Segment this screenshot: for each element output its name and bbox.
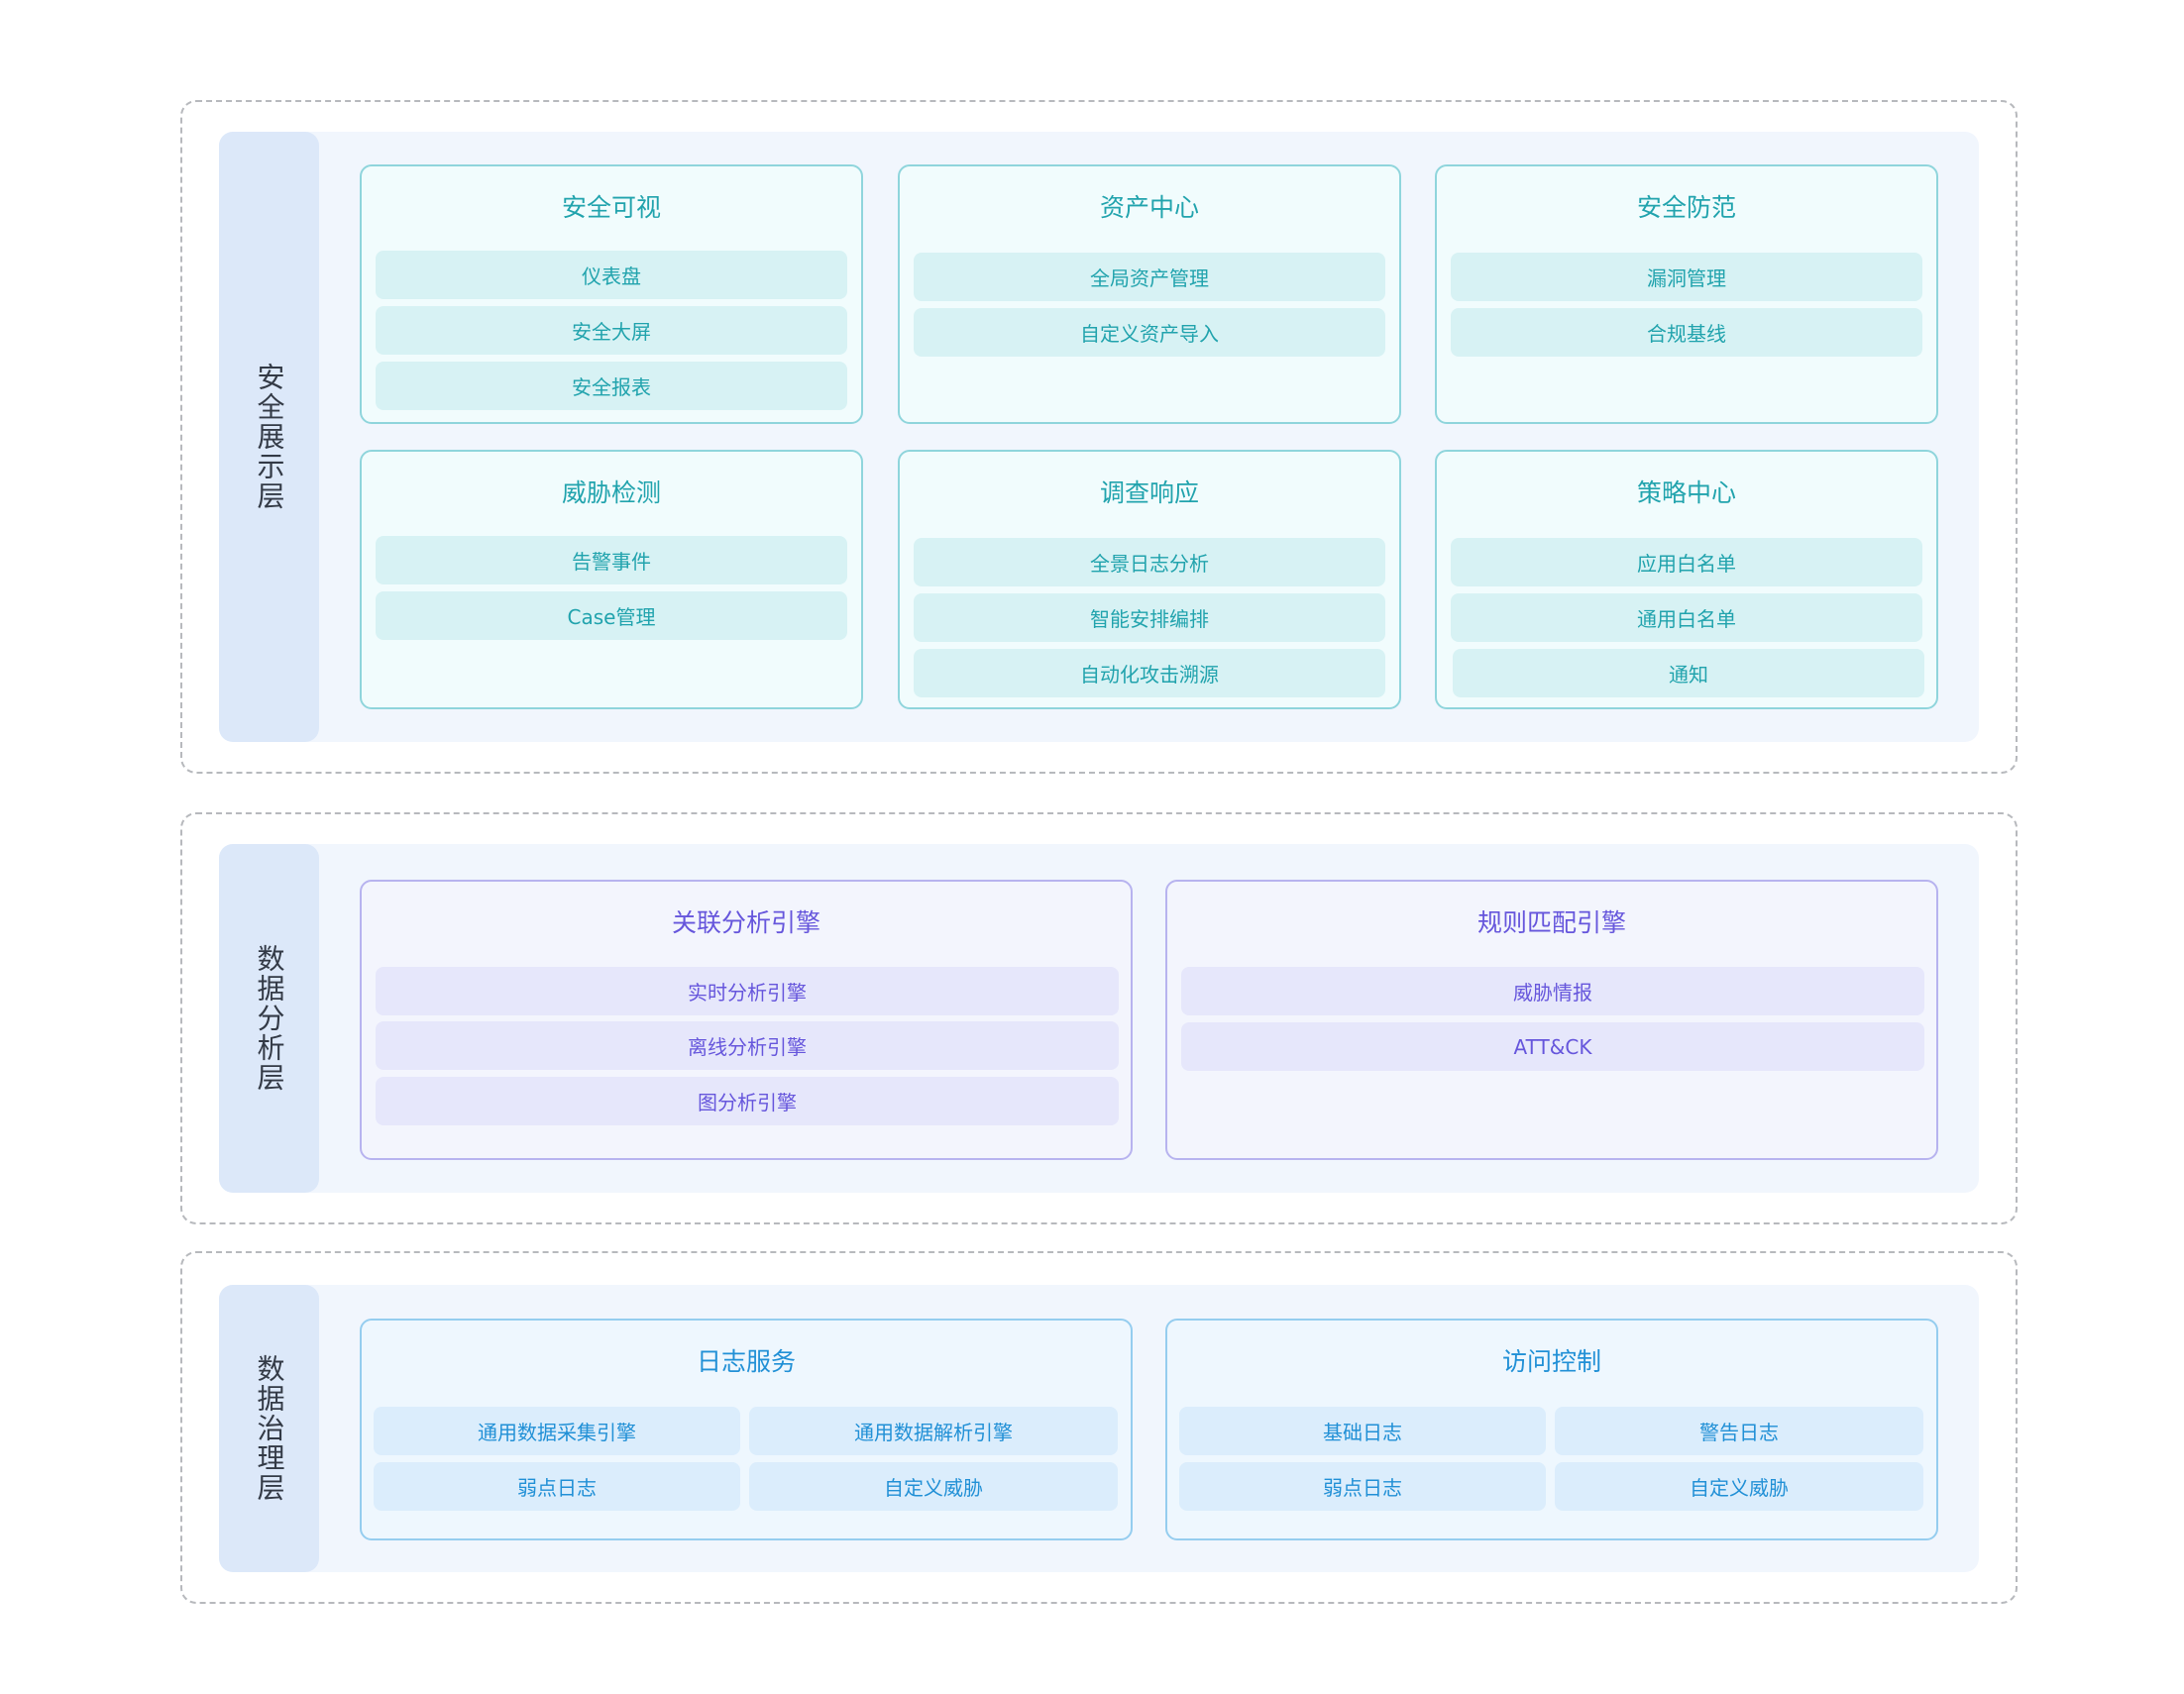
module-card-rule-matching-engine: 规则匹配引擎 威胁情报 ATT&CK	[1165, 880, 1938, 1160]
module-card-asset-center: 资产中心 全局资产管理 自定义资产导入	[898, 164, 1401, 424]
module-card-investigation-response: 调查响应 全景日志分析 智能安排编排 自动化攻击溯源	[898, 450, 1401, 709]
module-item: 通用数据解析引擎	[749, 1407, 1118, 1455]
module-item: 智能安排编排	[914, 593, 1385, 642]
module-item: 全局资产管理	[914, 253, 1385, 301]
module-item: 全景日志分析	[914, 538, 1385, 586]
module-item: Case管理	[376, 591, 847, 640]
module-item: 自定义威胁	[749, 1462, 1118, 1511]
module-card-policy-center: 策略中心 应用白名单 通用白名单 通知	[1435, 450, 1938, 709]
module-item: 实时分析引擎	[376, 967, 1119, 1015]
module-item: 弱点日志	[1179, 1462, 1546, 1511]
module-title: 调查响应	[1099, 478, 1199, 507]
module-item: 警告日志	[1555, 1407, 1923, 1455]
module-item: 自动化攻击溯源	[914, 649, 1385, 697]
layer-label-display: 安全展示层	[219, 132, 319, 742]
module-card-correlation-engine: 关联分析引擎 实时分析引擎 离线分析引擎 图分析引擎	[360, 880, 1133, 1160]
layer-frame-analysis	[180, 812, 2018, 1224]
layer-label-analysis: 数据分析层	[219, 844, 319, 1193]
layer-frame-governance	[180, 1251, 2018, 1604]
module-item: 图分析引擎	[376, 1077, 1119, 1125]
module-card-security-visual: 安全可视 仪表盘 安全大屏 安全报表	[360, 164, 863, 424]
module-item: 仪表盘	[376, 251, 847, 299]
module-item: 弱点日志	[374, 1462, 740, 1511]
module-title: 安全可视	[561, 193, 661, 222]
module-title: 日志服务	[696, 1347, 796, 1376]
module-item: 通用数据采集引擎	[374, 1407, 740, 1455]
module-card-threat-detection: 威胁检测 告警事件 Case管理	[360, 450, 863, 709]
module-card-log-service: 日志服务 通用数据采集引擎 通用数据解析引擎 弱点日志 自定义威胁	[360, 1319, 1133, 1540]
module-item: 通用白名单	[1451, 593, 1922, 642]
module-title: 安全防范	[1636, 193, 1736, 222]
module-item: 基础日志	[1179, 1407, 1546, 1455]
module-item: ATT&CK	[1181, 1022, 1924, 1071]
module-item: 通知	[1453, 649, 1924, 697]
module-card-security-prevention: 安全防范 漏洞管理 合规基线	[1435, 164, 1938, 424]
module-item: 自定义威胁	[1555, 1462, 1923, 1511]
module-title: 威胁检测	[561, 478, 661, 507]
module-item: 威胁情报	[1181, 967, 1924, 1015]
module-card-access-control: 访问控制 基础日志 警告日志 弱点日志 自定义威胁	[1165, 1319, 1938, 1540]
layer-label-text: 数据治理层	[253, 1354, 286, 1503]
module-item: 自定义资产导入	[914, 308, 1385, 357]
module-item: 安全报表	[376, 362, 847, 410]
module-item: 应用白名单	[1451, 538, 1922, 586]
layer-label-text: 数据分析层	[253, 944, 286, 1093]
module-item: 离线分析引擎	[376, 1021, 1119, 1070]
layer-frame-display	[180, 100, 2018, 774]
module-title: 策略中心	[1636, 478, 1736, 507]
module-item: 漏洞管理	[1451, 253, 1922, 301]
layer-label-governance: 数据治理层	[219, 1285, 319, 1572]
module-item: 合规基线	[1451, 308, 1922, 357]
layer-label-text: 安全展示层	[253, 363, 286, 511]
module-title: 资产中心	[1099, 193, 1199, 222]
module-title: 关联分析引擎	[671, 908, 820, 937]
module-item: 告警事件	[376, 536, 847, 584]
module-title: 规则匹配引擎	[1476, 908, 1626, 937]
module-title: 访问控制	[1501, 1347, 1601, 1376]
module-item: 安全大屏	[376, 306, 847, 355]
